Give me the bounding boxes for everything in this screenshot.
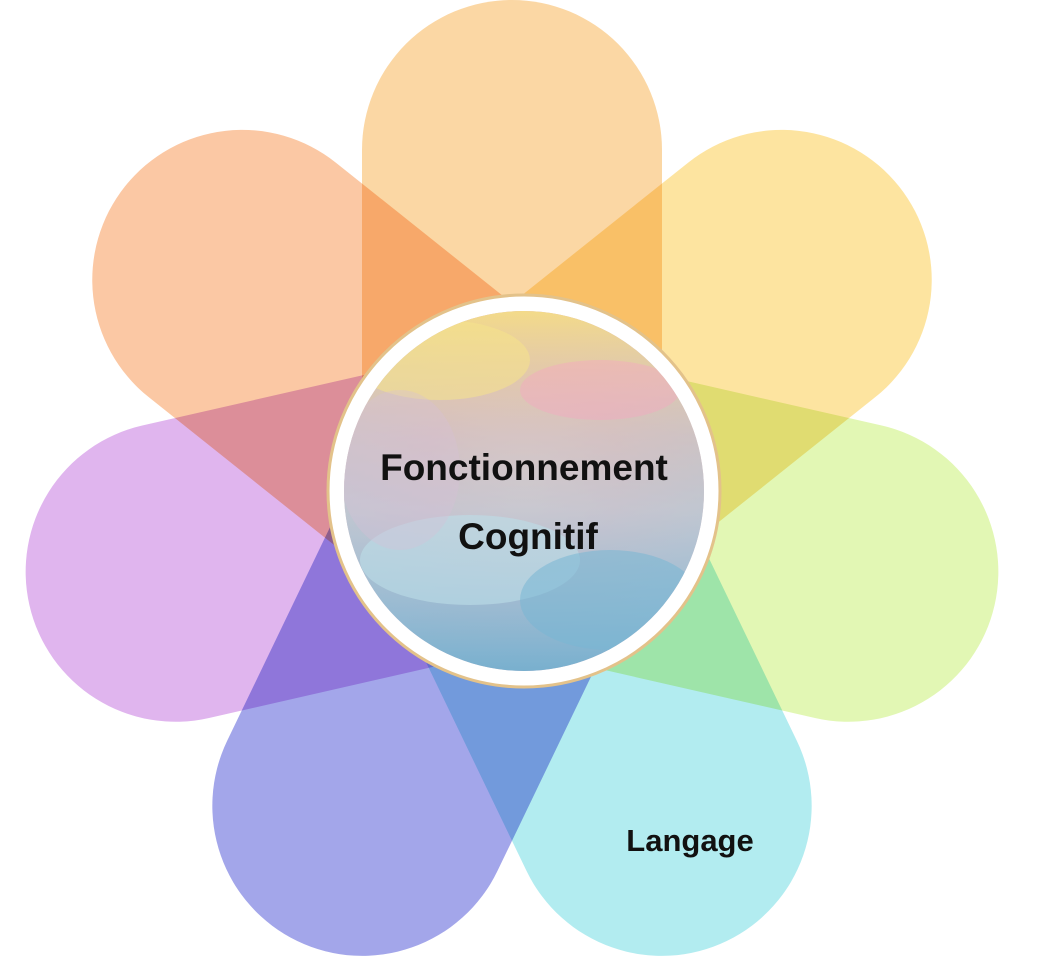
center-title-line-1: Fonctionnement [380,447,668,488]
petal-labels: Langage [626,823,753,858]
center-circle: Fonctionnement Cognitif [328,295,720,687]
center-title-line-2: Cognitif [458,516,598,557]
petal-label-langage: Langage [626,823,753,858]
